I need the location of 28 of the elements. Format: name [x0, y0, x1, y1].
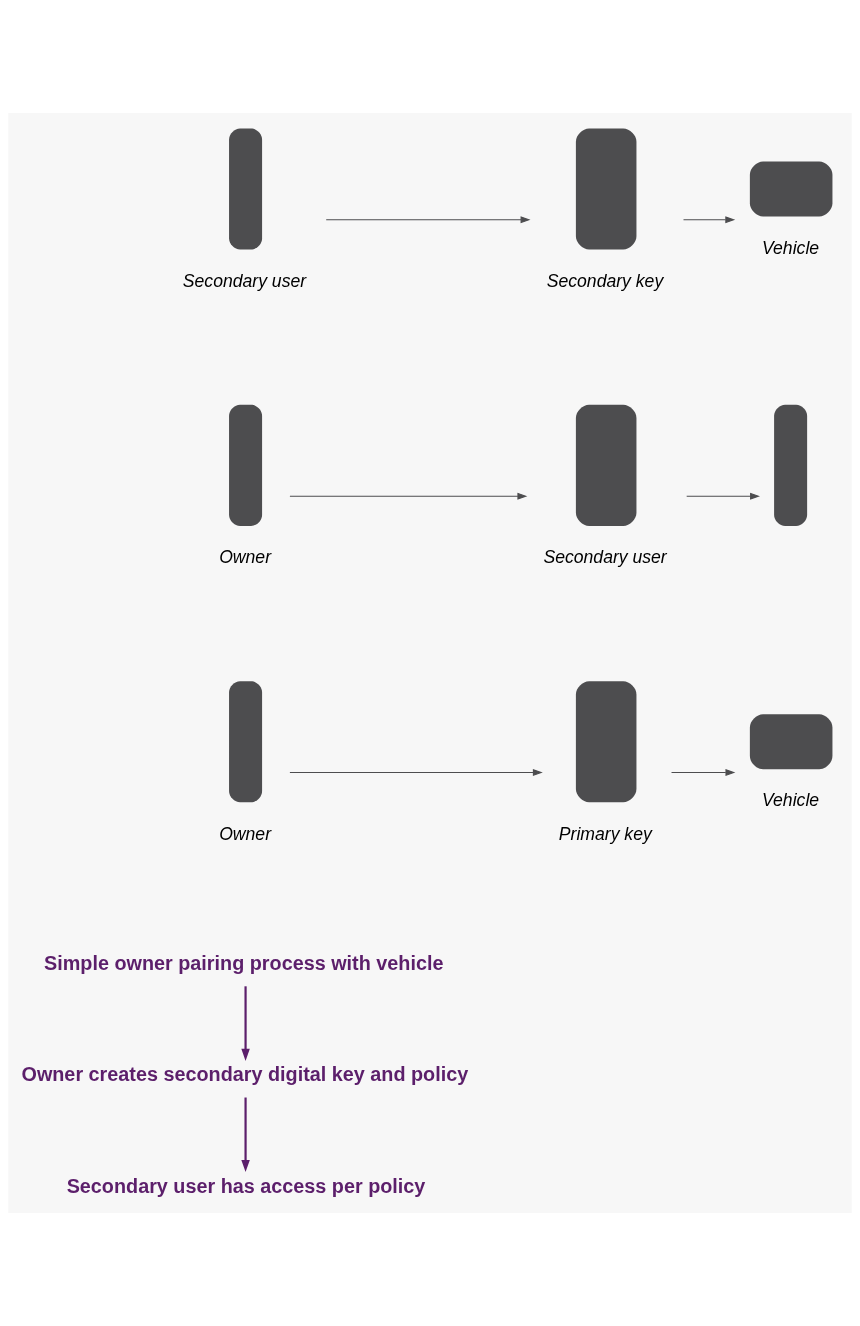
arrow [241, 986, 250, 1061]
node-car [749, 714, 833, 770]
node-person [229, 128, 263, 250]
node-text: Owner creates secondary digital key and policy [21, 1063, 469, 1086]
node-car [749, 161, 833, 217]
node-phone [575, 404, 637, 526]
node-person [229, 681, 263, 803]
node-label: Vehicle [761, 237, 820, 258]
node-text: Simple owner pairing process with vehicle [44, 952, 444, 975]
node-label: Secondary user [543, 547, 667, 568]
node-label: Primary key [558, 823, 652, 844]
node-label: Secondary user [182, 270, 307, 291]
arrow [682, 216, 736, 224]
node-label: Secondary key [546, 270, 664, 291]
arrow [325, 216, 531, 224]
node-text: Secondary user has access per policy [66, 1174, 426, 1197]
node-label: Owner [219, 547, 272, 568]
node-label: Owner [219, 823, 272, 844]
arrow [289, 492, 528, 500]
node-phone [575, 681, 637, 803]
arrow [671, 769, 736, 777]
arrow [289, 769, 543, 777]
node-person [229, 404, 263, 526]
node-label: Vehicle [761, 790, 820, 811]
node-phone [575, 128, 637, 250]
arrow [686, 492, 760, 500]
arrow [241, 1097, 250, 1173]
node-person [774, 404, 808, 526]
